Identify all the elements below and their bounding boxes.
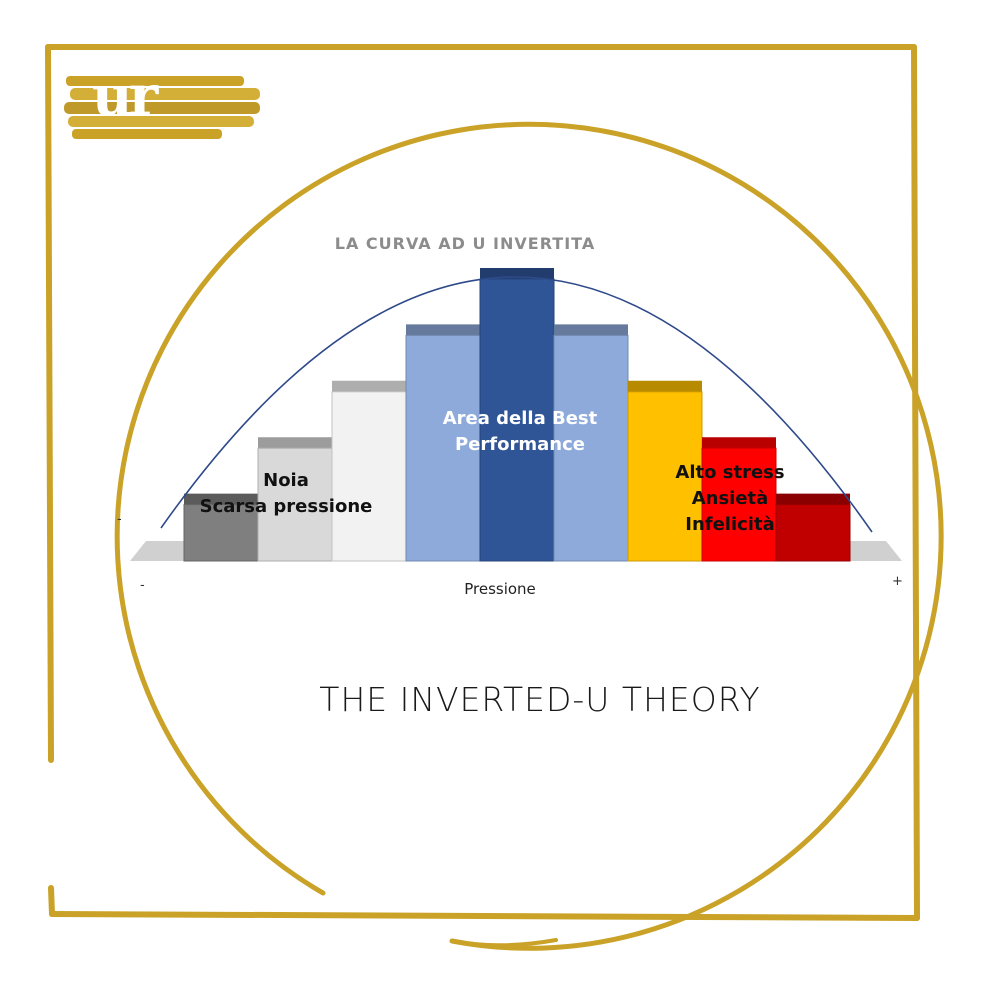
bar-3-face bbox=[331, 391, 407, 562]
x-axis-tick-minus: - bbox=[140, 578, 145, 593]
bar-4-face bbox=[405, 334, 481, 562]
bar-8-top bbox=[702, 437, 776, 449]
annotation-low-line-2: Scarsa pressione bbox=[199, 496, 373, 517]
bar-2 bbox=[257, 437, 333, 562]
bar-7-face bbox=[627, 391, 703, 562]
ring-arc bbox=[114, 121, 944, 951]
bar-1-face bbox=[183, 504, 259, 562]
bar-6 bbox=[553, 324, 629, 562]
bar-8-face bbox=[701, 447, 777, 562]
inverted-u-curve bbox=[160, 276, 873, 533]
bar-6-face bbox=[553, 334, 629, 562]
x-axis-label: Pressione bbox=[464, 580, 536, 598]
bar-7 bbox=[627, 380, 703, 562]
logo-brush-stroke-1 bbox=[66, 76, 244, 86]
bar-1-top bbox=[184, 493, 258, 505]
ring-tail bbox=[450, 938, 558, 948]
bar-5-top bbox=[480, 268, 554, 279]
chart-title: LA CURVA AD U INVERTITA bbox=[334, 234, 596, 253]
main-title: THE INVERTED-U THEORY bbox=[319, 680, 761, 719]
bar-7-top bbox=[628, 380, 702, 392]
bar-2-face bbox=[257, 447, 333, 562]
frame-left-lower-edge bbox=[48, 885, 55, 917]
annotation-low-pressure: Noia Scarsa pressione bbox=[196, 468, 376, 520]
gold-frame bbox=[45, 44, 920, 921]
bar-1 bbox=[183, 493, 259, 562]
frame-right-edge bbox=[911, 44, 920, 921]
y-axis-tick-minus: - bbox=[117, 512, 122, 527]
frame-bottom-edge bbox=[49, 911, 920, 921]
annotation-best-line-2: Performance bbox=[455, 434, 585, 455]
annotation-high-line-2: Ansietà bbox=[691, 488, 769, 509]
bar-4 bbox=[405, 324, 481, 562]
gold-ring bbox=[114, 121, 944, 951]
logo-brush-stroke-2 bbox=[70, 88, 260, 100]
annotation-high-line-1: Alto stress bbox=[675, 462, 785, 483]
bar-5-face bbox=[479, 278, 555, 562]
bar-5 bbox=[479, 268, 555, 562]
bar-2-top bbox=[258, 437, 332, 449]
logo-brush-stroke-3 bbox=[64, 102, 260, 114]
bar-9 bbox=[775, 493, 851, 562]
bar-9-top bbox=[776, 493, 850, 505]
x-axis-tick-plus: + bbox=[892, 574, 903, 589]
annotation-high-line-3: Infelicità bbox=[685, 514, 775, 535]
bar-9-face bbox=[775, 504, 851, 562]
bar-6-top bbox=[554, 324, 628, 336]
bar-3 bbox=[331, 380, 407, 562]
bar-4-top bbox=[406, 324, 480, 336]
bar-8 bbox=[701, 437, 777, 562]
annotation-best-performance: Area della Best Performance bbox=[430, 406, 610, 458]
logo-brush bbox=[64, 76, 260, 139]
bar-3-top bbox=[332, 380, 406, 392]
frame-left-upper-edge bbox=[45, 44, 54, 763]
logo-brush-stroke-5 bbox=[72, 129, 222, 139]
annotation-high-stress: Alto stress Ansietà Infelicità bbox=[660, 460, 800, 538]
annotation-best-line-1: Area della Best bbox=[442, 408, 598, 429]
logo-monogram: ur bbox=[92, 63, 158, 129]
chart-bars bbox=[183, 268, 851, 562]
annotation-low-line-1: Noia bbox=[263, 470, 309, 491]
logo-brush-stroke-4 bbox=[68, 116, 254, 127]
